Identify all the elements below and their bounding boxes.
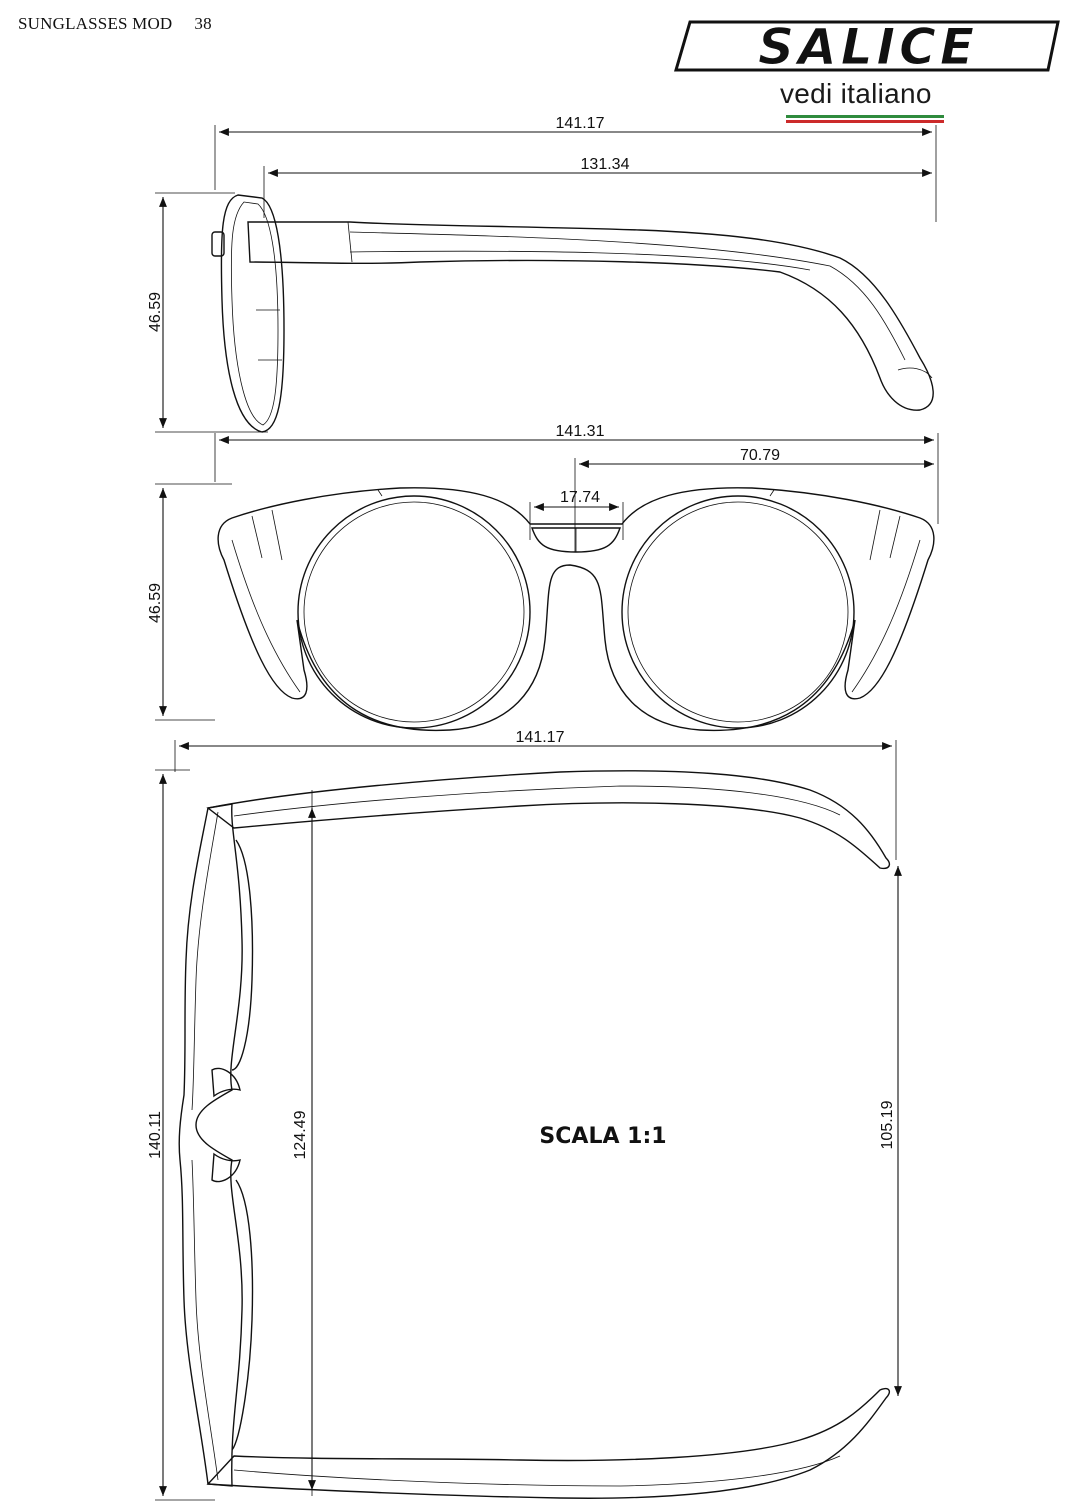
side-view: 141.17 131.34 46.59 [147,115,937,433]
top-view: 141.17 140.11 124.49 105.19 SCALA 1:1 [147,729,902,1501]
dim-front-height-label: 46.59 [147,583,164,623]
model-number: 38 [194,14,212,33]
scale-label: SCALA 1:1 [539,1124,666,1149]
dim-front-overall-label: 141.31 [556,423,605,440]
flag-stripe-white [786,118,944,120]
logo-text: SALICE [758,18,978,76]
dim-bridge-label: 17.74 [560,489,600,506]
flag-stripe-green [786,115,944,118]
dim-top-width-label: 140.11 [147,1111,164,1159]
dim-side-height-label: 46.59 [147,292,164,332]
page-title: SUNGLASSES MOD 38 [18,14,212,34]
dim-temple-label: 131.34 [581,156,630,173]
dim-side-overall-label: 141.17 [556,115,605,132]
salice-logo: SALICE [674,18,1060,77]
dim-front-half-label: 70.79 [740,447,780,464]
brand-tagline: vedi italiano [780,78,932,109]
front-view: 141.31 70.79 17.74 46.59 [147,423,939,732]
dim-top-tips-label: 105.19 [879,1100,896,1149]
dim-top-inner-label: 124.49 [292,1110,309,1159]
model-name: SUNGLASSES MOD [18,14,173,33]
dim-top-length-label: 141.17 [516,729,565,746]
flag-stripe-red [786,120,944,123]
